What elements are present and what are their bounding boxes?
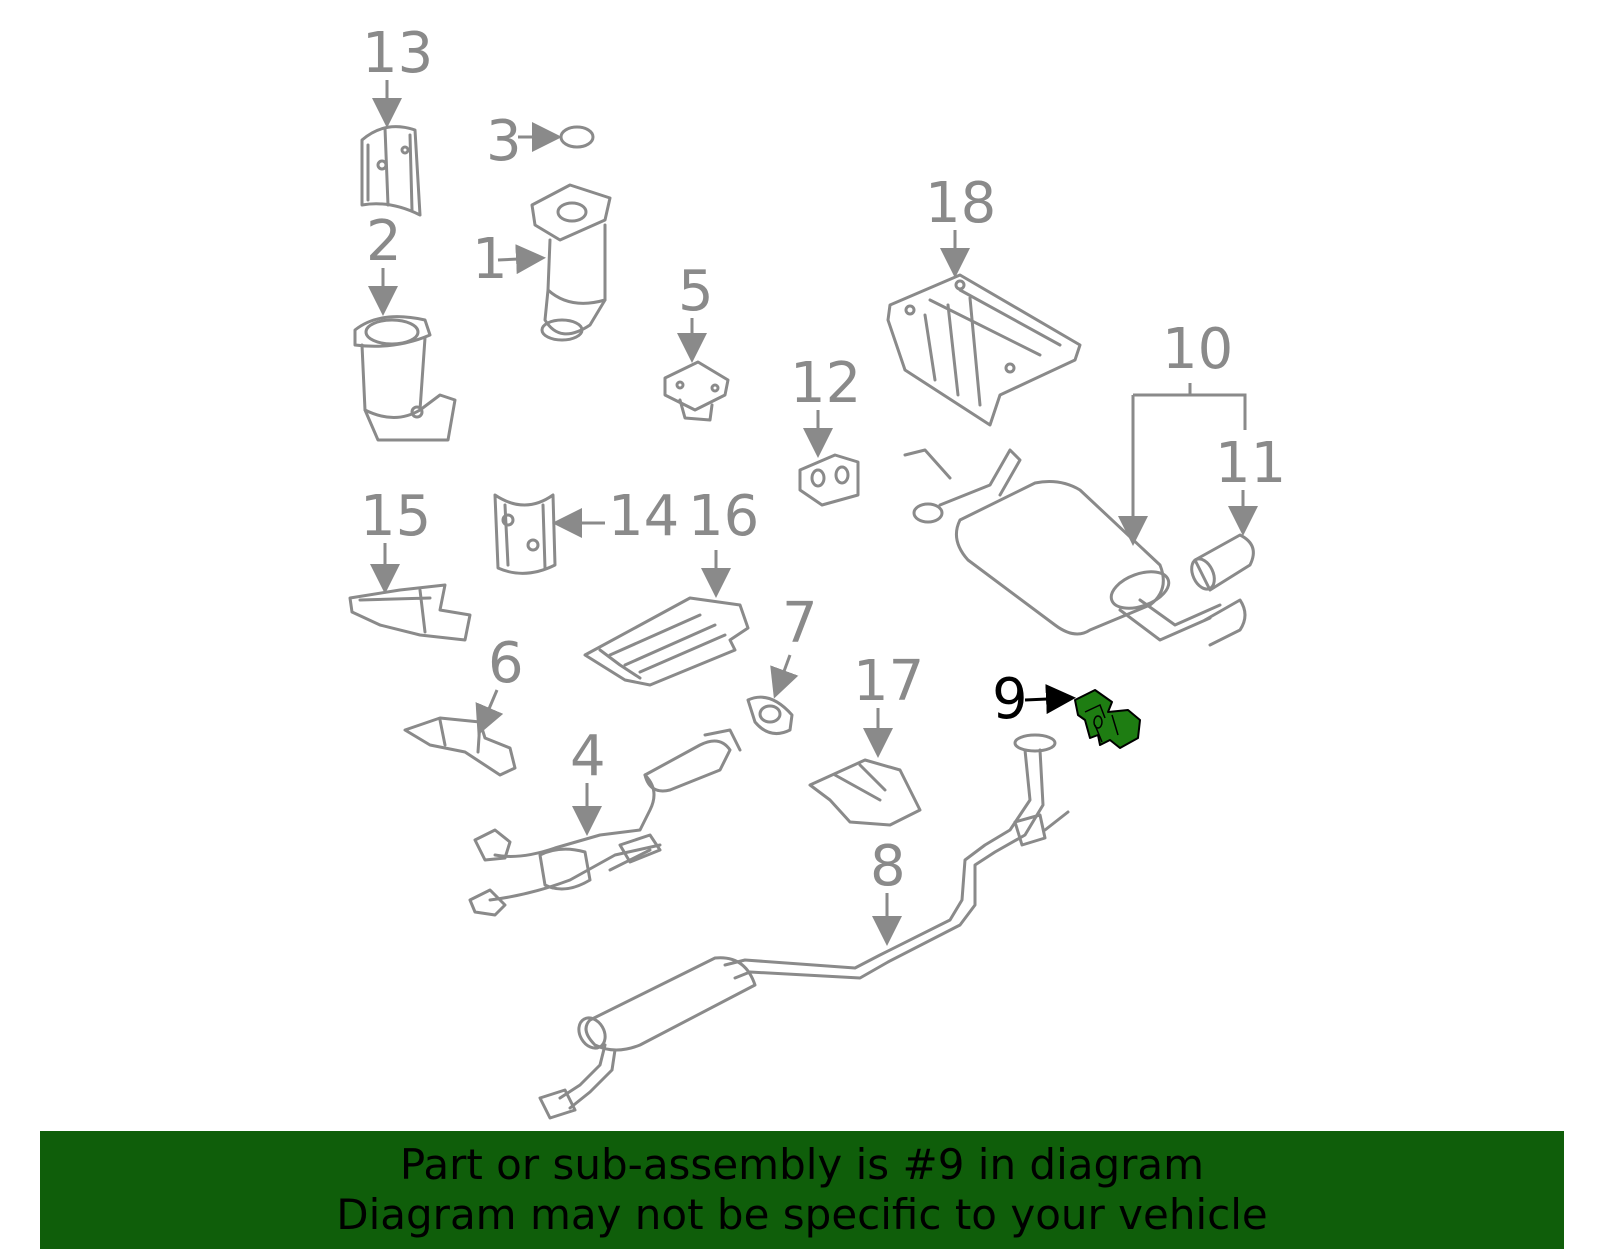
- callout-16: 16: [688, 484, 759, 549]
- callout-3: 3: [486, 109, 522, 174]
- part-9-hanger-bracket: [1074, 689, 1141, 749]
- callout-18: 18: [925, 171, 996, 236]
- callout-4: 4: [570, 724, 606, 789]
- part-14-heat-shield: [493, 493, 557, 575]
- part-15-heat-shield: [348, 583, 472, 642]
- part-10-rear-muffler: [903, 448, 1222, 642]
- part-16-heat-shield: [583, 596, 750, 687]
- callout-2: 2: [366, 209, 402, 274]
- part-2-converter: [353, 315, 457, 442]
- callout-7: 7: [782, 591, 818, 656]
- banner-line-2: Diagram may not be specific to your vehi…: [336, 1190, 1268, 1239]
- part-11-tailpipe-tip: [1190, 533, 1255, 647]
- callout-17: 17: [853, 649, 924, 714]
- callout-15: 15: [360, 484, 431, 549]
- part-13-heat-shield: [360, 125, 422, 217]
- part-6-bracket: [403, 716, 517, 777]
- part-12-hanger: [798, 453, 860, 507]
- part-18-heat-shield: [886, 273, 1082, 427]
- callout-14: 14: [608, 484, 679, 549]
- part-1-catalytic-converter: [530, 183, 612, 342]
- info-banner: Part or sub-assembly is #9 in diagram Di…: [40, 1131, 1564, 1249]
- callout-9: 9: [992, 667, 1028, 732]
- callout-6: 6: [488, 631, 524, 696]
- part-5-bracket: [663, 360, 730, 422]
- part-4-front-pipe: [468, 728, 742, 917]
- callout-10: 10: [1162, 317, 1233, 382]
- part-8-center-pipe: [538, 733, 1070, 1120]
- part-3-gasket: [559, 125, 595, 149]
- callout-11: 11: [1215, 431, 1286, 496]
- part-7-gasket: [746, 695, 794, 736]
- callout-13: 13: [362, 21, 433, 86]
- banner-line-1: Part or sub-assembly is #9 in diagram: [399, 1140, 1205, 1189]
- callout-12: 12: [790, 351, 861, 416]
- callout-5: 5: [678, 259, 714, 324]
- part-17-heat-shield: [808, 758, 922, 827]
- callout-8: 8: [870, 834, 906, 899]
